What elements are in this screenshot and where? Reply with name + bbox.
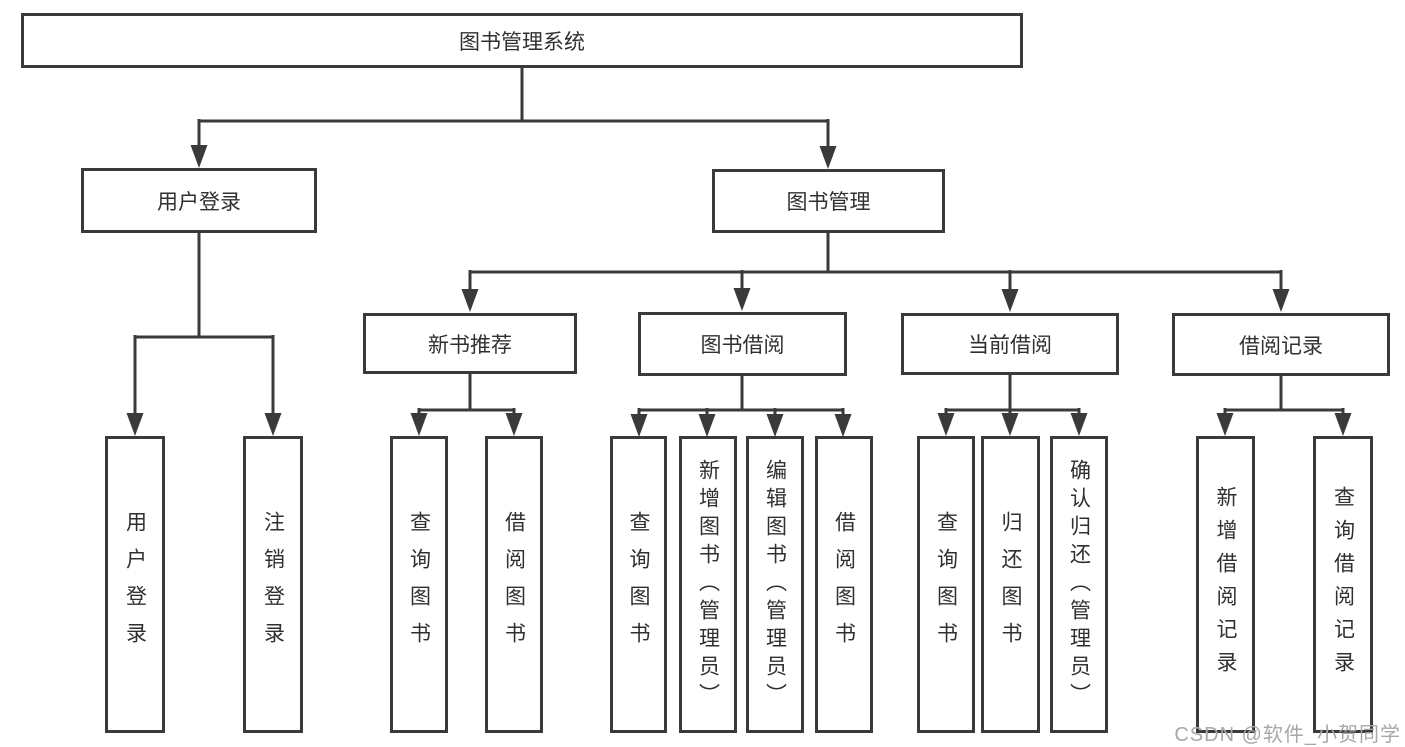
leaf-recommend-borrow-books-label: 借阅图书 xyxy=(502,510,526,659)
node-book-management-label: 图书管理 xyxy=(786,191,871,214)
node-borrow-records-label: 借阅记录 xyxy=(1239,334,1323,358)
node-current-borrow-label: 当前借阅 xyxy=(968,334,1052,357)
node-current-borrow: 当前借阅 xyxy=(901,313,1119,375)
leaf-current-return-books-label: 归还图书 xyxy=(999,510,1022,659)
leaf-borrow-add-books-admin: 新增图书（管理员） xyxy=(679,436,737,733)
leaf-records-query-borrow-record-label: 查询借阅记录 xyxy=(1331,485,1355,684)
arrowheads xyxy=(126,145,1352,437)
leaf-borrow-borrow-books-label: 借阅图书 xyxy=(832,510,856,659)
node-user-login-label: 用户登录 xyxy=(157,190,241,214)
leaf-current-return-books: 归还图书 xyxy=(981,436,1040,733)
node-root-library-management-system: 图书管理系统 xyxy=(21,13,1023,68)
leaf-borrow-edit-books-admin: 编辑图书（管理员） xyxy=(746,436,804,733)
node-book-borrow: 图书借阅 xyxy=(638,312,847,376)
leaf-borrow-query-books-label: 查询图书 xyxy=(627,510,650,659)
leaf-logout-label: 注销登录 xyxy=(261,510,285,659)
leaf-user-login: 用户登录 xyxy=(105,436,165,733)
node-root-label: 图书管理系统 xyxy=(459,30,585,54)
leaf-current-query-books: 查询图书 xyxy=(917,436,975,733)
leaf-current-confirm-return-admin-label: 确认归还（管理员） xyxy=(1067,458,1091,711)
leaf-borrow-edit-books-admin-label: 编辑图书（管理员） xyxy=(763,458,787,711)
leaf-recommend-query-books: 查询图书 xyxy=(390,436,448,733)
leaf-records-add-borrow-record-label: 新增借阅记录 xyxy=(1214,485,1237,684)
leaf-current-query-books-label: 查询图书 xyxy=(934,510,958,659)
node-user-login: 用户登录 xyxy=(81,168,317,233)
node-book-borrow-label: 图书借阅 xyxy=(700,334,785,357)
leaf-user-login-label: 用户登录 xyxy=(123,510,147,659)
node-borrow-records: 借阅记录 xyxy=(1172,313,1390,376)
node-book-management: 图书管理 xyxy=(712,169,945,233)
leaf-recommend-borrow-books: 借阅图书 xyxy=(485,436,543,733)
leaf-borrow-borrow-books: 借阅图书 xyxy=(815,436,873,733)
leaf-records-add-borrow-record: 新增借阅记录 xyxy=(1196,436,1255,733)
node-new-book-recommend: 新书推荐 xyxy=(363,313,577,374)
leaf-logout: 注销登录 xyxy=(243,436,303,733)
leaf-borrow-add-books-admin-label: 新增图书（管理员） xyxy=(696,458,720,711)
leaf-recommend-query-books-label: 查询图书 xyxy=(407,510,431,659)
leaf-current-confirm-return-admin: 确认归还（管理员） xyxy=(1050,436,1108,733)
leaf-records-query-borrow-record: 查询借阅记录 xyxy=(1313,436,1373,733)
leaf-borrow-query-books: 查询图书 xyxy=(610,436,667,733)
csdn-watermark: CSDN @软件_小贺同学 xyxy=(1174,724,1401,746)
node-new-book-recommend-label: 新书推荐 xyxy=(428,333,512,357)
